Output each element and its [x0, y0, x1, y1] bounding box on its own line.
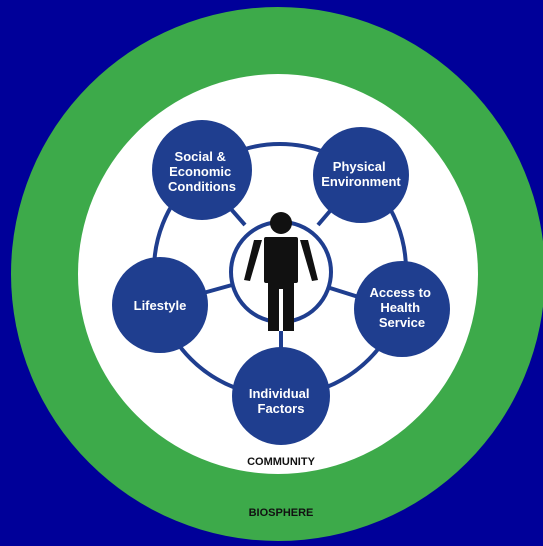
node-individual-factors: Individual Factors: [232, 347, 330, 445]
node-social-economic: Social & Economic Conditions: [152, 120, 252, 220]
node-access-health-label: Access to Health Service: [369, 285, 434, 330]
biosphere-label: BIOSPHERE: [249, 507, 314, 519]
node-physical-environment: Physical Environment: [313, 127, 409, 223]
node-social-economic-label: Social & Economic Conditions: [168, 149, 236, 194]
node-lifestyle-label: Lifestyle: [134, 298, 187, 313]
node-lifestyle: Lifestyle: [112, 257, 208, 353]
node-access-health: Access to Health Service: [354, 261, 450, 357]
community-label: COMMUNITY: [247, 456, 315, 468]
node-individual-factors-label: Individual Factors: [249, 386, 313, 416]
person-leg-gap: [279, 290, 283, 331]
person-icon: [244, 212, 318, 331]
node-physical-environment-label: Physical Environment: [321, 159, 401, 189]
